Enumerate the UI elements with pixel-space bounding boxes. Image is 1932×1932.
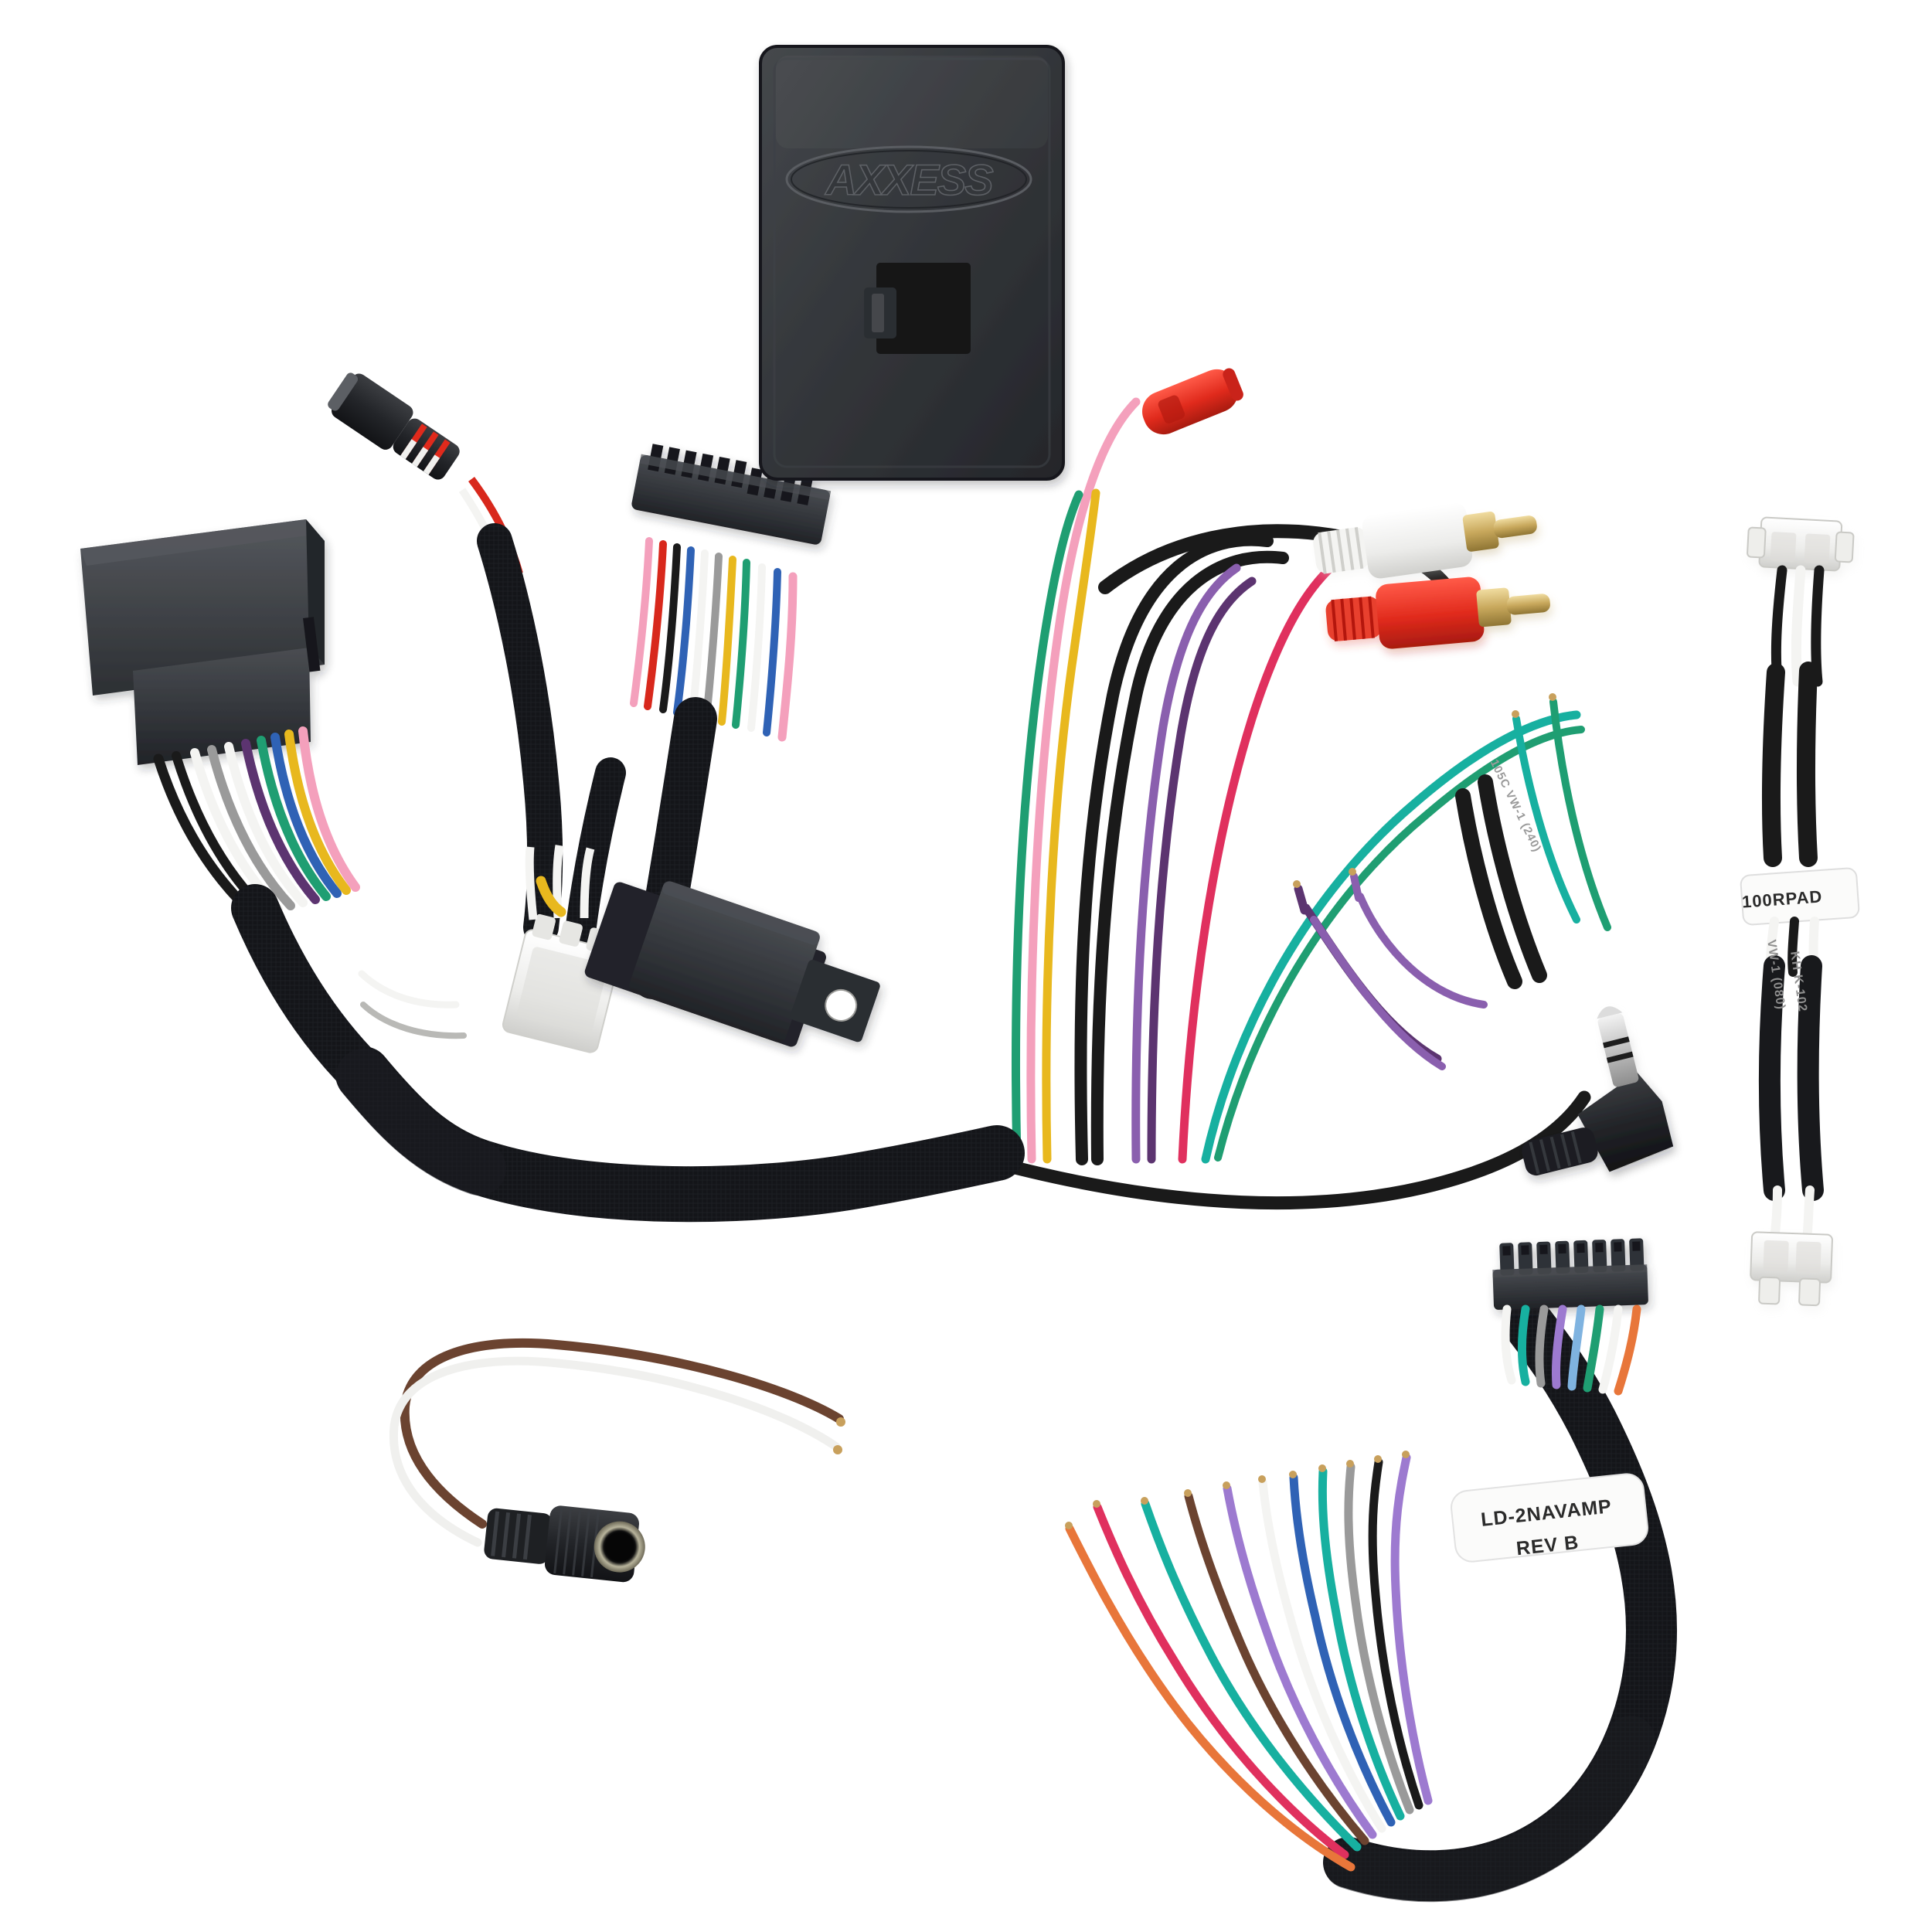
harness-label (1451, 1473, 1648, 1563)
bullet-terminal-red (1142, 368, 1243, 435)
yellow-tab-wire (536, 876, 566, 917)
wire-group-brown-loop (389, 1338, 845, 1547)
interface-module (759, 45, 1065, 481)
wire-group-bare-ends (1065, 1451, 1433, 1872)
rpad-adapter (1740, 516, 1860, 1307)
wire-group-teal-free (1512, 693, 1611, 931)
wire-group-pin8 (1501, 1304, 1641, 1396)
rca-red (1325, 577, 1550, 649)
rpad-label (1740, 867, 1860, 926)
wire-group-main (990, 397, 1591, 1210)
rca-white (1313, 502, 1537, 579)
pin12-connector (631, 444, 832, 545)
relay (584, 881, 880, 1047)
wire-group-purple-loops (1293, 868, 1488, 1070)
aux-jack-female (484, 1505, 645, 1583)
vehicle-connector (80, 519, 325, 765)
aux-plug-right-angle (1522, 1006, 1674, 1176)
wire-group-vehicle-connector (153, 726, 360, 921)
module-port (876, 263, 971, 354)
heat-shrink-sleeves (1455, 774, 1547, 989)
pin8-connector (1492, 1238, 1648, 1310)
white-loop-wire (358, 970, 460, 1009)
